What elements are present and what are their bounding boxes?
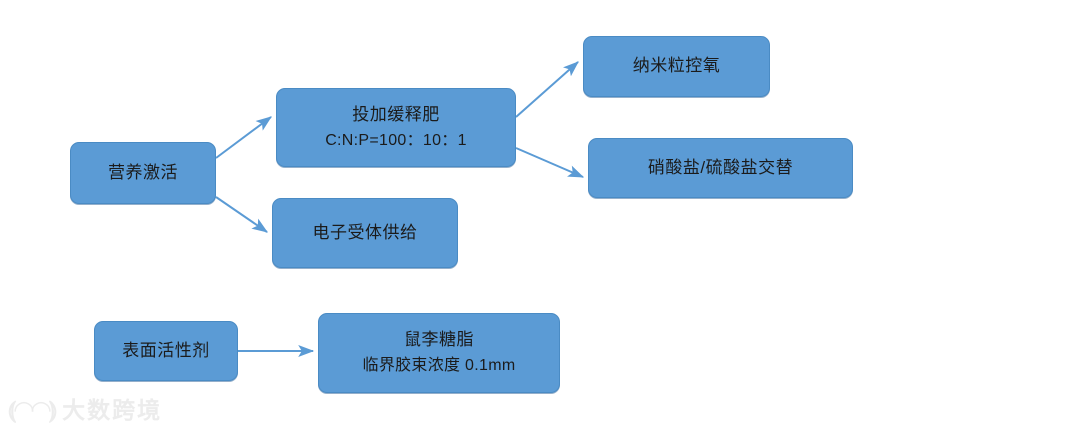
node-surfactant[interactable]: 表面活性剂 xyxy=(94,321,238,381)
node-electron-acceptor-supply[interactable]: 电子受体供给 xyxy=(272,198,458,268)
node-nutrient-activation[interactable]: 营养激活 xyxy=(70,142,216,204)
arrow-nutrient-to-fertilizer xyxy=(215,116,272,159)
node-label-primary: 电子受体供给 xyxy=(312,222,418,242)
node-label-primary: 鼠李糖脂 xyxy=(404,330,474,350)
watermark: ⦅◠◠⦆ 大数跨境 xyxy=(8,398,162,423)
node-nanoparticle-oxygen-control[interactable]: 纳米粒控氧 xyxy=(583,36,770,97)
arrow-nutrient-to-electron-acceptor xyxy=(215,196,268,233)
watermark-logo-icon: ⦅◠◠⦆ xyxy=(8,396,57,424)
node-label-secondary: 临界胶束浓度 0.1mm xyxy=(362,357,516,375)
arrow-fertilizer-to-nitrate xyxy=(515,147,585,178)
node-label-primary: 纳米粒控氧 xyxy=(632,56,721,76)
node-label-primary: 营养激活 xyxy=(108,162,178,182)
node-slow-release-fertilizer[interactable]: 投加缓释肥 C:N:P=100：10：1 xyxy=(276,88,516,167)
node-label-primary: 硝酸盐/硫酸盐交替 xyxy=(647,157,794,177)
node-nitrate-sulfate-alternation[interactable]: 硝酸盐/硫酸盐交替 xyxy=(588,138,853,198)
arrow-fertilizer-to-nanoparticle xyxy=(515,61,579,118)
node-label-primary: 表面活性剂 xyxy=(122,340,210,360)
node-label-secondary: C:N:P=100：10：1 xyxy=(325,131,467,149)
watermark-text: 大数跨境 xyxy=(62,397,163,423)
node-rhamnolipid[interactable]: 鼠李糖脂 临界胶束浓度 0.1mm xyxy=(318,313,560,393)
node-label-primary: 投加缓释肥 xyxy=(352,104,440,124)
